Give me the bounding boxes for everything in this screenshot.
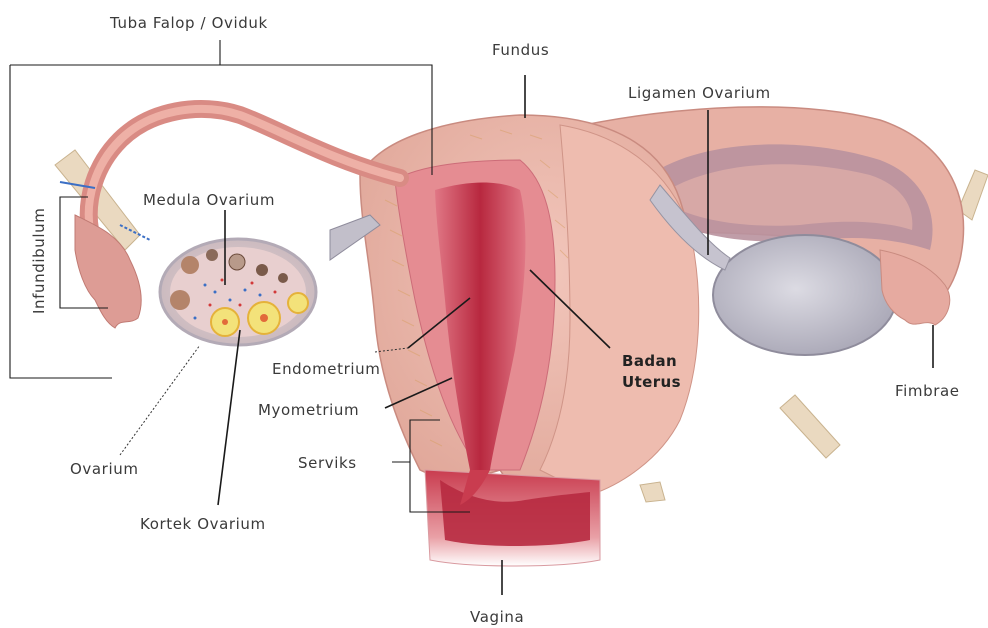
label-badan: Badan: [622, 352, 677, 370]
uterus-body: [360, 115, 699, 500]
label-kortek-ovarium: Kortek Ovarium: [140, 515, 266, 533]
label-endometrium: Endometrium: [272, 360, 380, 378]
label-fimbrae: Fimbrae: [895, 382, 960, 400]
label-infundibulum: Infundibulum: [30, 208, 48, 314]
label-myometrium: Myometrium: [258, 401, 359, 419]
label-ligamen-ovarium: Ligamen Ovarium: [628, 84, 771, 102]
label-tuba-falop: Tuba Falop / Oviduk: [109, 14, 268, 32]
label-vagina: Vagina: [470, 608, 524, 626]
label-serviks: Serviks: [298, 454, 357, 472]
label-medula-ovarium: Medula Ovarium: [143, 191, 275, 209]
label-fundus: Fundus: [492, 41, 549, 59]
label-uterus: Uterus: [622, 373, 681, 391]
left-ovary: [160, 215, 380, 345]
label-ovarium: Ovarium: [70, 460, 139, 478]
cervix-vagina: [425, 470, 600, 566]
